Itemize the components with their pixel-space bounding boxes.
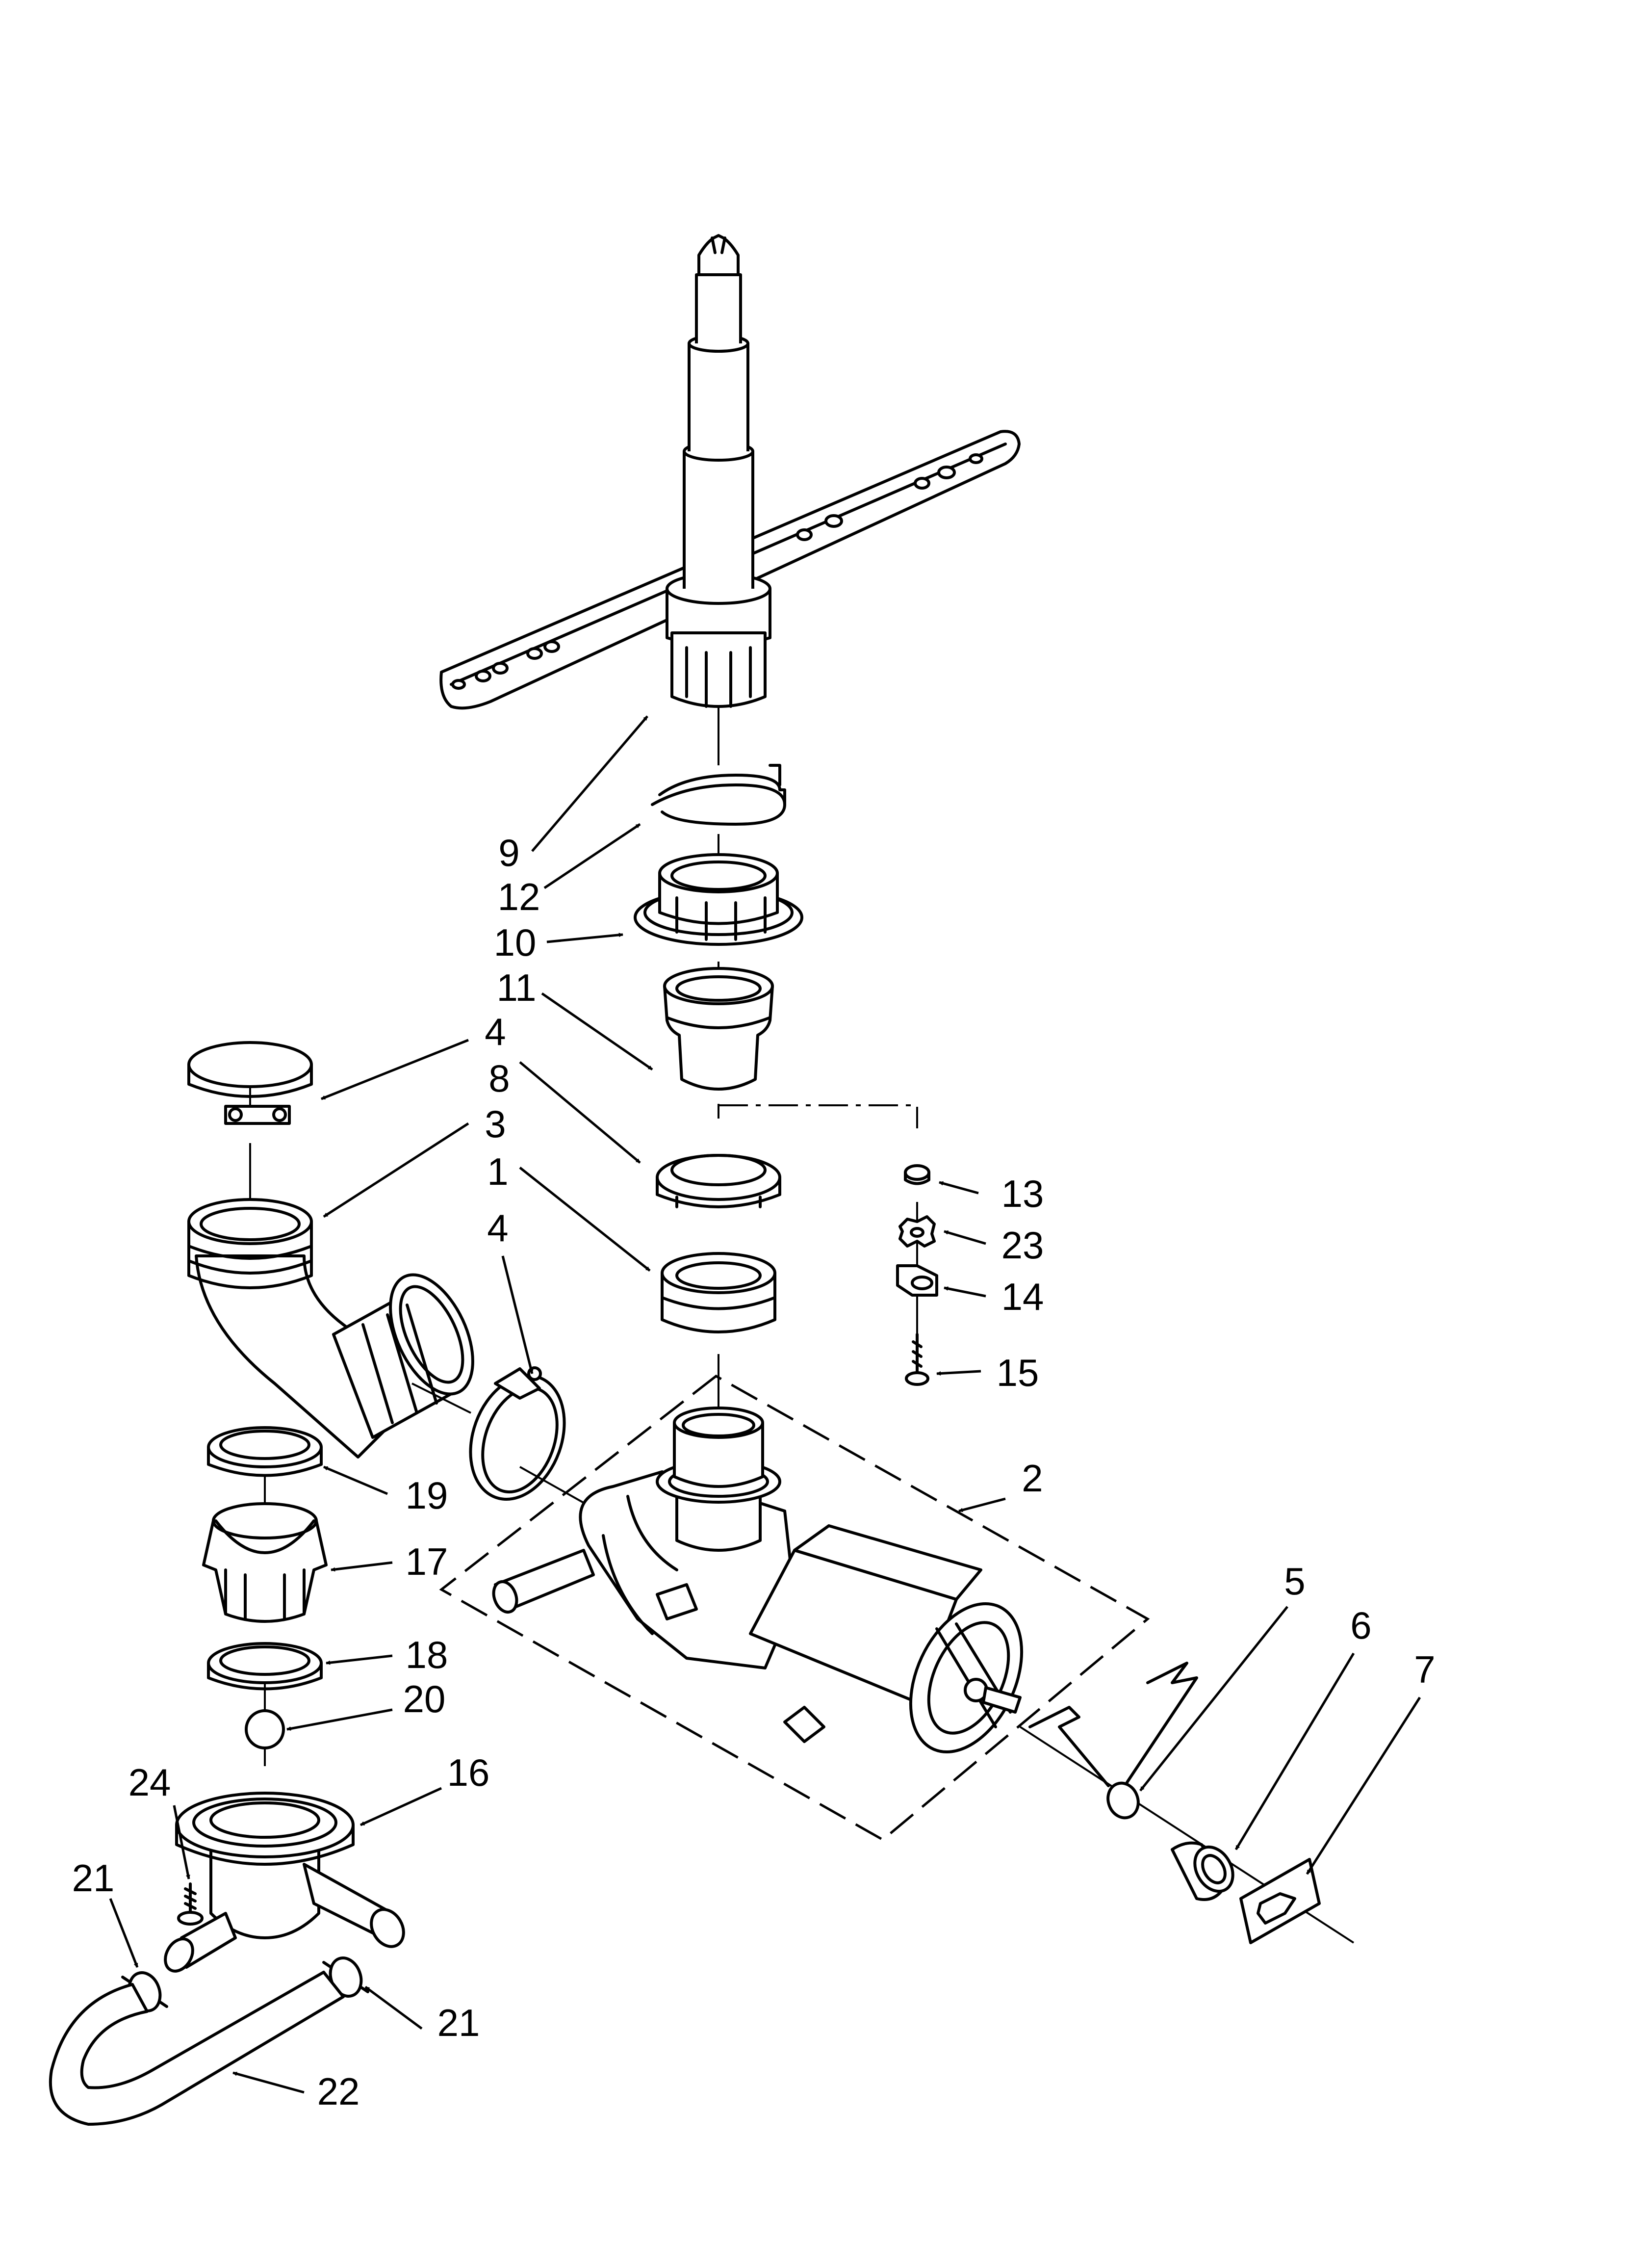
callout-12: 12 — [498, 875, 540, 918]
callout-4-upper: 4 — [485, 1010, 506, 1053]
sump-housing-part-16 — [164, 1792, 405, 1973]
clamp-part-4-lower — [469, 1366, 599, 1512]
nut-part-13 — [904, 1164, 930, 1185]
callout-15: 15 — [997, 1351, 1039, 1394]
callout-11: 11 — [497, 966, 537, 1009]
gasket-part-1 — [661, 1252, 776, 1333]
grommet-part-6 — [1171, 1841, 1234, 1901]
seal-part-8 — [656, 1154, 781, 1208]
callout-24: 24 — [128, 1761, 171, 1804]
ring-part-18 — [207, 1642, 323, 1691]
callout-23: 23 — [1001, 1224, 1044, 1267]
callout-13: 13 — [1001, 1172, 1044, 1215]
snap-ring-part-12 — [651, 764, 786, 826]
callout-5: 5 — [1284, 1560, 1305, 1603]
callout-19: 19 — [406, 1474, 448, 1517]
callout-20: 20 — [403, 1677, 446, 1721]
bracket-part-14 — [896, 1264, 938, 1297]
callout-labels: 9 12 10 11 4 8 3 1 4 13 23 14 15 2 5 6 7… — [72, 831, 1436, 2113]
callout-1: 1 — [487, 1150, 508, 1193]
ball-part-20 — [245, 1709, 285, 1749]
screw-part-24 — [177, 1882, 204, 1926]
callout-4-lower: 4 — [487, 1206, 508, 1250]
callout-17: 17 — [406, 1540, 448, 1583]
callout-21-left: 21 — [72, 1856, 115, 1900]
callout-3: 3 — [485, 1102, 506, 1146]
callout-22: 22 — [317, 2070, 360, 2113]
cup-part-11 — [663, 967, 774, 1091]
spray-arm-part-9 — [439, 234, 1021, 710]
leader-lines — [109, 715, 1421, 2094]
callout-9: 9 — [498, 831, 519, 874]
callout-8: 8 — [488, 1057, 510, 1100]
callout-16: 16 — [447, 1751, 490, 1794]
spring-part-5 — [1028, 1662, 1198, 1820]
drain-hose-part-22 — [49, 1971, 345, 2126]
filter-part-17 — [202, 1502, 328, 1623]
ring-part-19 — [207, 1426, 323, 1477]
screw-part-15 — [905, 1333, 929, 1386]
callout-6: 6 — [1350, 1604, 1371, 1647]
callout-21-right: 21 — [437, 2001, 480, 2044]
callout-18: 18 — [406, 1633, 448, 1676]
elbow-hose-part-3 — [187, 1198, 474, 1459]
callout-14: 14 — [1001, 1275, 1044, 1318]
callout-2: 2 — [1022, 1457, 1043, 1500]
clamp-part-4-upper — [187, 1041, 313, 1125]
pump-motor-part-2 — [439, 1375, 1150, 1842]
housing-part-10 — [634, 853, 803, 946]
callout-7: 7 — [1414, 1648, 1435, 1691]
callout-10: 10 — [494, 921, 537, 964]
washer-part-23 — [898, 1215, 936, 1248]
plate-part-7 — [1239, 1858, 1321, 1944]
